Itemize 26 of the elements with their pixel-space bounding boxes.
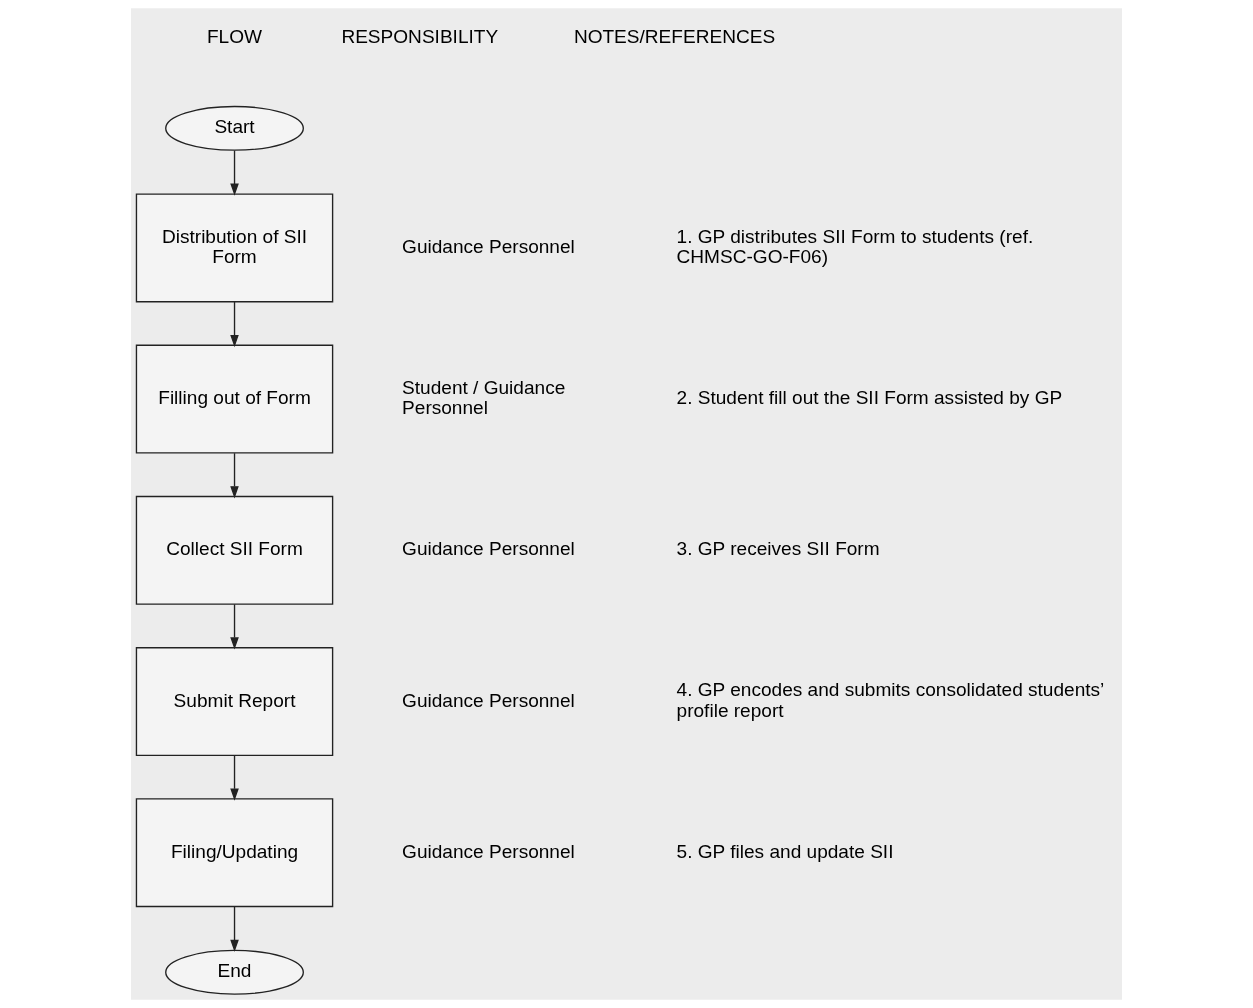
label: Guidance Personnel <box>402 840 575 862</box>
arrow <box>230 754 239 801</box>
node-box: Filling out of Form <box>135 344 334 454</box>
node-ellipse: End <box>165 949 304 995</box>
label: 5. GP files and update SII <box>676 840 894 862</box>
label: 1. GP distributes SII Form to students (ref. CHMSC-GO-F06) <box>676 225 1034 268</box>
node-ellipse: Start <box>165 105 304 151</box>
label: NOTES/REFERENCES <box>573 26 776 48</box>
node-box: Collect SII Form <box>135 495 334 605</box>
label: 4. GP encodes and submits consolidated students’ profile report <box>676 679 1105 721</box>
arrow <box>230 149 239 196</box>
label: 3. GP receives SII Form <box>676 538 880 560</box>
label: FLOW <box>206 26 263 48</box>
label: 2. Student fill out the SII Form assisted by GP <box>676 387 1063 409</box>
arrow <box>230 603 239 650</box>
label: Student / Guidance Personnel <box>402 376 566 419</box>
label: Guidance Personnel <box>402 689 575 711</box>
arrow <box>230 301 239 348</box>
label: RESPONSIBILITY <box>341 26 499 48</box>
node-box: Filing/Updating <box>135 798 334 908</box>
node-box: Distribution of SII Form <box>135 193 334 303</box>
arrow <box>230 906 239 953</box>
arrow <box>230 452 239 499</box>
label: Guidance Personnel <box>402 235 575 257</box>
label: Guidance Personnel <box>402 538 575 560</box>
node-box: Submit Report <box>135 647 334 756</box>
